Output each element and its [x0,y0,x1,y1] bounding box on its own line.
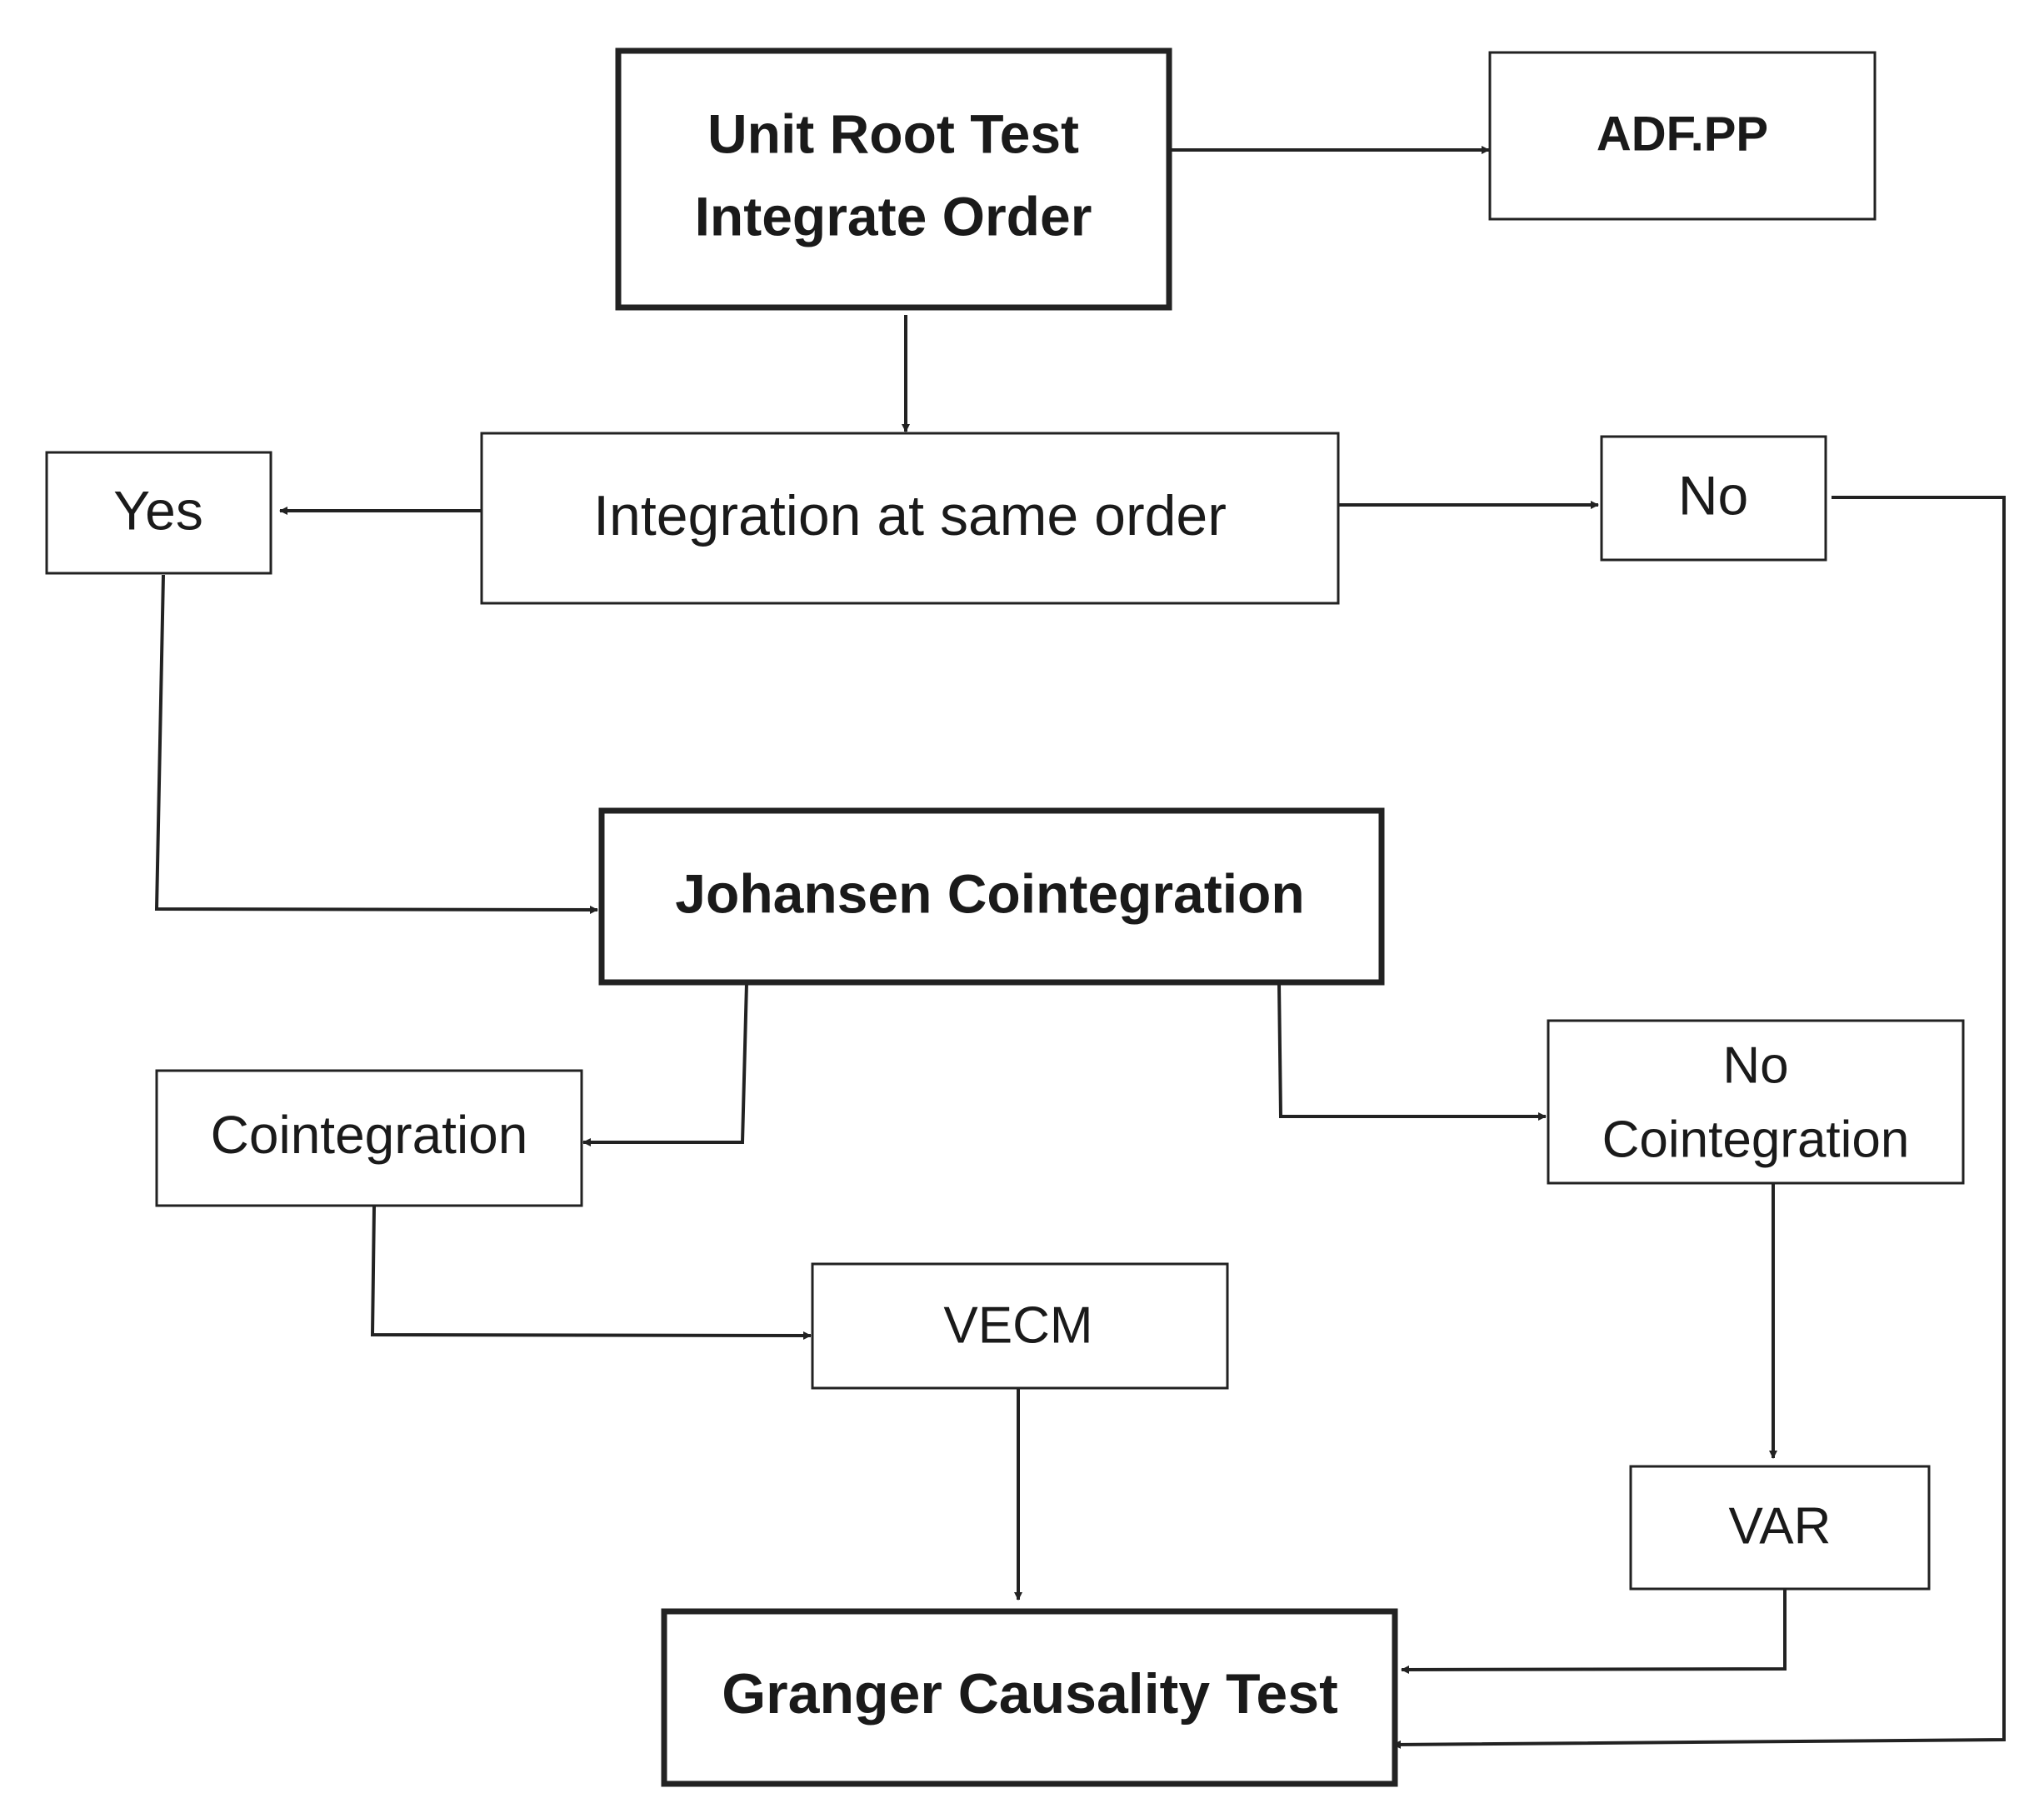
node-integration-same-order: Integration at same order [480,432,1340,605]
no-cointegration-line1: No [1722,1036,1788,1094]
edge-var-to-granger [1401,1589,1787,1674]
unit-root-test-label: Unit Root Test [707,102,1079,164]
node-adf-pp: ADF.PP [1488,51,1877,221]
edge-johansen-to-no-cointegration [1277,982,1547,1121]
integration-same-order-label: Integration at same order [593,484,1227,547]
granger-causality-test-label: Granger Causality Test [722,1662,1337,1726]
no-cointegration-line2: Cointegration [1602,1111,1910,1168]
cointegration-label: Cointegration [211,1105,528,1165]
adf-pp-label: ADF.PP [1597,107,1768,161]
node-yes: Yes [45,451,272,575]
node-no-cointegration: No Cointegration [1547,1019,1965,1185]
node-unit-root-test: Unit Root Test Integrate Order [615,47,1172,311]
var-label: VAR [1729,1497,1832,1555]
edge-yes-to-johansen [154,574,598,914]
edges [154,146,2006,1749]
node-vecm: VECM [811,1262,1229,1390]
node-johansen-cointegration: Johansen Cointegration [598,807,1385,986]
node-no: No [1600,435,1827,562]
node-var: VAR [1629,1465,1931,1591]
node-granger-causality-test: Granger Causality Test [661,1608,1398,1787]
edge-johansen-to-cointegration [582,982,748,1146]
edge-cointegration-to-vecm [370,1206,812,1340]
johansen-cointegration-label: Johansen Cointegration [675,862,1304,924]
no-label: No [1678,464,1748,526]
vecm-label: VECM [943,1296,1092,1354]
edge-no-to-granger [1392,496,2006,1749]
node-cointegration: Cointegration [155,1069,583,1207]
yes-label: Yes [113,479,203,541]
integrate-order-label: Integrate Order [695,185,1092,247]
